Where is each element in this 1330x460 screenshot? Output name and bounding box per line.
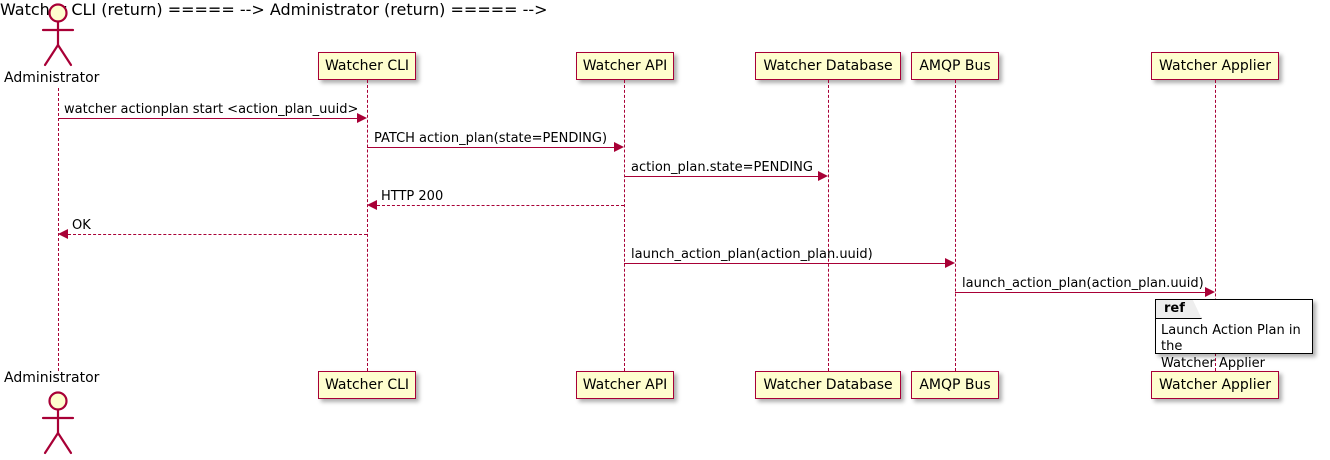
lifeline-amqp-bus xyxy=(955,80,956,371)
message-arrowhead-m1 xyxy=(357,113,367,123)
message-line-m5 xyxy=(68,234,367,235)
message-label-m5: OK xyxy=(72,218,91,233)
message-line-m6 xyxy=(624,263,946,264)
participant-label-amqp-bus-bottom: AMQP Bus xyxy=(919,377,991,393)
ref-fragment-tab-label: ref xyxy=(1156,300,1202,319)
message-line-m3 xyxy=(624,176,819,177)
participant-label-watcher-cli-bottom: Watcher CLI xyxy=(324,377,410,393)
actor-administrator-top xyxy=(30,2,86,68)
message-label-m7: launch_action_plan(action_plan.uuid) xyxy=(962,276,1204,291)
participant-box-amqp-bus-bottom[interactable]: AMQP Bus xyxy=(911,371,999,399)
participant-box-watcher-api-bottom[interactable]: Watcher API xyxy=(576,371,674,399)
message-arrowhead-m5 xyxy=(58,229,68,239)
lifeline-watcher-applier xyxy=(1215,80,1216,371)
actor-label-administrator-top: Administrator xyxy=(4,70,100,86)
participant-box-watcher-cli-top[interactable]: Watcher CLI xyxy=(318,52,416,80)
participant-box-watcher-api-top[interactable]: Watcher API xyxy=(576,52,674,80)
actor-figure-icon xyxy=(41,3,75,67)
message-arrowhead-m6 xyxy=(945,258,955,268)
message-line-m4 xyxy=(377,205,624,206)
participant-box-watcher-database-top[interactable]: Watcher Database xyxy=(755,52,901,80)
participant-label-watcher-cli-top: Watcher CLI xyxy=(324,58,410,74)
message-line-m2 xyxy=(367,147,615,148)
participant-box-watcher-database-bottom[interactable]: Watcher Database xyxy=(755,371,901,399)
lifeline-watcher-cli xyxy=(367,80,368,371)
message-line-m1 xyxy=(58,118,358,119)
message-label-m1: watcher actionplan start <action_plan_uu… xyxy=(64,102,359,117)
ref-fragment: ref Launch Action Plan in the Watcher Ap… xyxy=(1155,299,1313,371)
participant-box-watcher-applier-top[interactable]: Watcher Applier xyxy=(1151,52,1279,80)
participant-box-amqp-bus-top[interactable]: AMQP Bus xyxy=(911,52,999,80)
message-arrowhead-m7 xyxy=(1205,287,1215,297)
actor-administrator-bottom xyxy=(30,390,86,456)
message-arrowhead-m3 xyxy=(818,171,828,181)
participant-label-amqp-bus-top: AMQP Bus xyxy=(919,58,991,74)
participant-box-watcher-applier-bottom[interactable]: Watcher Applier xyxy=(1151,371,1279,399)
lifeline-watcher-api xyxy=(624,80,625,371)
message-label-m6: launch_action_plan(action_plan.uuid) xyxy=(631,247,873,262)
message-label-m3: action_plan.state=PENDING xyxy=(631,160,813,175)
participant-label-watcher-api-bottom: Watcher API xyxy=(582,377,668,393)
participant-label-watcher-database-top: Watcher Database xyxy=(763,58,893,74)
message-line-m7 xyxy=(955,292,1205,293)
participant-label-watcher-applier-top: Watcher Applier xyxy=(1159,58,1271,74)
actor-figure-icon-bottom xyxy=(41,391,75,455)
message-label-m2: PATCH action_plan(state=PENDING) xyxy=(374,131,608,146)
participant-label-watcher-api-top: Watcher API xyxy=(582,58,668,74)
participant-label-watcher-database-bottom: Watcher Database xyxy=(763,377,893,393)
message-arrowhead-m4 xyxy=(367,200,377,210)
ref-fragment-text: Launch Action Plan in the Watcher Applie… xyxy=(1161,323,1301,371)
lifeline-watcher-database xyxy=(828,80,829,371)
actor-label-administrator-bottom: Administrator xyxy=(4,370,100,386)
message-label-m4: HTTP 200 xyxy=(381,189,444,204)
participant-label-watcher-applier-bottom: Watcher Applier xyxy=(1159,377,1271,393)
participant-box-watcher-cli-bottom[interactable]: Watcher CLI xyxy=(318,371,416,399)
message-arrowhead-m2 xyxy=(614,142,624,152)
